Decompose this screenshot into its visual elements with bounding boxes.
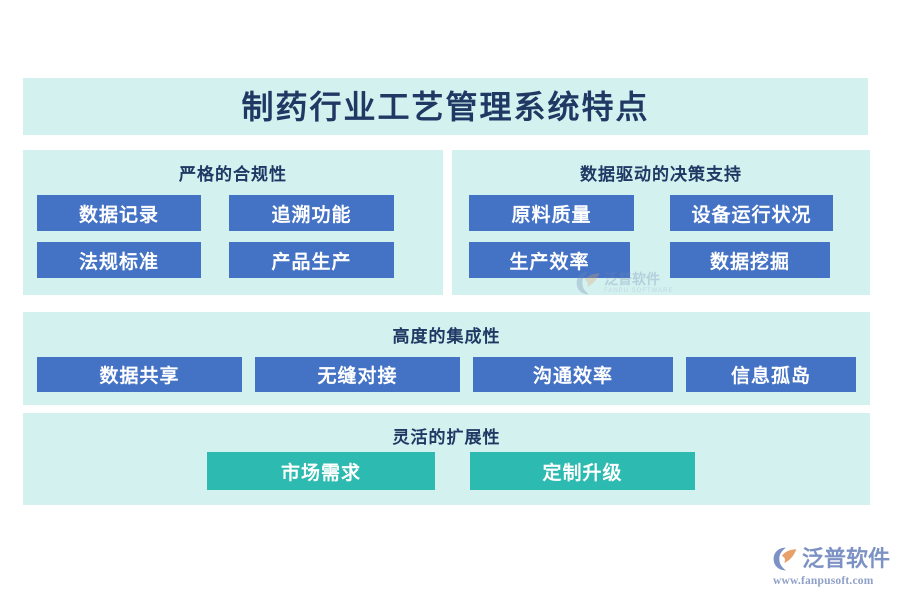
feature-box-label: 法规标准	[78, 251, 159, 273]
feature-box-label: 数据共享	[99, 366, 180, 387]
panel-compliance: 严格的合规性 数据记录 追溯功能 法规标准 产品生产	[23, 150, 443, 295]
feature-box-data-mining[interactable]: 数据挖掘	[670, 242, 830, 278]
logo-company-name: 泛普软件	[802, 546, 891, 571]
feature-box-label: 信息孤岛	[730, 366, 811, 387]
feature-box-seamless-integration[interactable]: 无缝对接	[255, 357, 460, 392]
feature-box-custom-upgrade[interactable]: 定制升级	[470, 452, 695, 490]
feature-box-market-demand[interactable]: 市场需求	[207, 452, 435, 490]
feature-box-label: 定制升级	[542, 462, 623, 484]
feature-box-label: 数据记录	[78, 204, 159, 226]
feature-box-equipment-status[interactable]: 设备运行状况	[670, 195, 833, 231]
feature-box-raw-material-quality[interactable]: 原料质量	[469, 195, 634, 231]
panel-heading-extensibility: 灵活的扩展性	[392, 428, 501, 447]
feature-box-product-production[interactable]: 产品生产	[229, 242, 394, 278]
panel-heading-integration: 高度的集成性	[392, 327, 501, 346]
feature-box-data-record[interactable]: 数据记录	[37, 195, 201, 231]
fanpu-logo: 泛普软件 www.fanpusoft.com	[772, 545, 890, 589]
page-title: 制药行业工艺管理系统特点	[241, 88, 650, 125]
title-banner: 制药行业工艺管理系统特点	[23, 78, 868, 135]
feature-box-label: 无缝对接	[317, 366, 398, 387]
feature-box-label: 沟通效率	[532, 366, 613, 387]
feature-box-production-efficiency[interactable]: 生产效率	[469, 242, 630, 278]
feature-box-traceability[interactable]: 追溯功能	[229, 195, 394, 231]
feature-box-data-sharing[interactable]: 数据共享	[37, 357, 242, 392]
feature-box-label: 原料质量	[511, 204, 592, 226]
feature-box-regulatory-standard[interactable]: 法规标准	[37, 242, 201, 278]
feature-box-label: 市场需求	[280, 462, 361, 484]
fanpu-logo-icon	[773, 547, 797, 571]
feature-box-label: 生产效率	[509, 251, 590, 273]
feature-box-label: 数据挖掘	[709, 251, 790, 273]
panel-heading-decision-support: 数据驱动的决策支持	[580, 165, 742, 184]
feature-box-information-island[interactable]: 信息孤岛	[686, 357, 856, 392]
feature-box-label: 产品生产	[271, 251, 352, 273]
logo-website-url: www.fanpusoft.com	[773, 575, 874, 587]
feature-box-label: 设备运行状况	[691, 204, 812, 226]
panel-heading-compliance: 严格的合规性	[179, 165, 287, 184]
panel-decision-support: 数据驱动的决策支持 原料质量 设备运行状况 生产效率 数据挖掘	[452, 150, 870, 295]
logo-row: 泛普软件	[772, 545, 890, 573]
feature-box-communication-efficiency[interactable]: 沟通效率	[473, 357, 673, 392]
feature-box-label: 追溯功能	[271, 204, 352, 226]
panel-integration: 高度的集成性 数据共享 无缝对接 沟通效率 信息孤岛	[23, 312, 870, 405]
panel-extensibility: 灵活的扩展性 市场需求 定制升级	[23, 413, 870, 505]
